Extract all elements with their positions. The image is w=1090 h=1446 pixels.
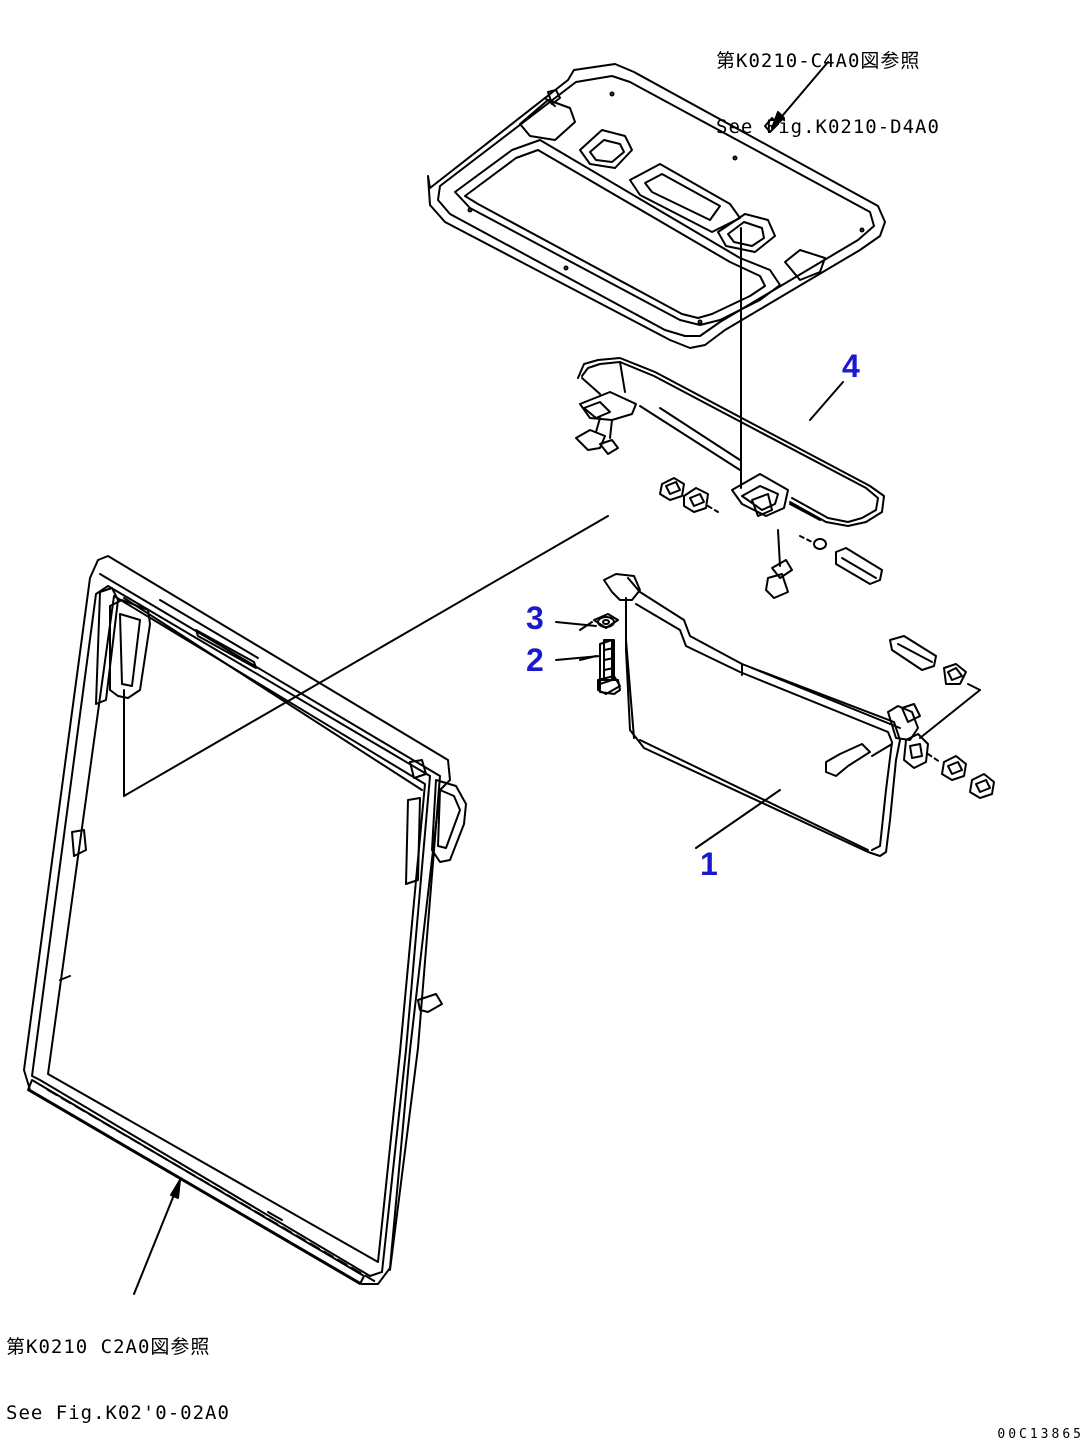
drawing-id: 00C13865 — [997, 1427, 1084, 1442]
callout-item-3: 3 — [526, 600, 544, 636]
washer-and-bolt — [555, 616, 621, 695]
bracket-assembly — [579, 573, 995, 857]
reference-bottom: 第K0210 C2A0図参照 See Fig.K02'0-02A0 — [6, 1292, 230, 1446]
reference-top: 第K0210-C4A0図参照 See Fig.K0210-D4A0 — [716, 6, 940, 182]
reference-top-line2: See Fig.K0210-D4A0 — [716, 116, 940, 138]
callout-item-1: 1 — [700, 846, 718, 882]
reference-bottom-line1: 第K0210 C2A0図参照 — [6, 1336, 211, 1358]
reference-bottom-line2: See Fig.K02'0-02A0 — [6, 1402, 230, 1424]
door-frame — [23, 515, 609, 1295]
callout-item-4: 4 — [842, 348, 860, 384]
wiring-harness — [575, 227, 885, 527]
roof-frame — [427, 61, 886, 349]
hardware-group-upper — [659, 477, 883, 599]
reference-top-line1: 第K0210-C4A0図参照 — [716, 50, 921, 72]
callout-item-2: 2 — [526, 642, 544, 678]
